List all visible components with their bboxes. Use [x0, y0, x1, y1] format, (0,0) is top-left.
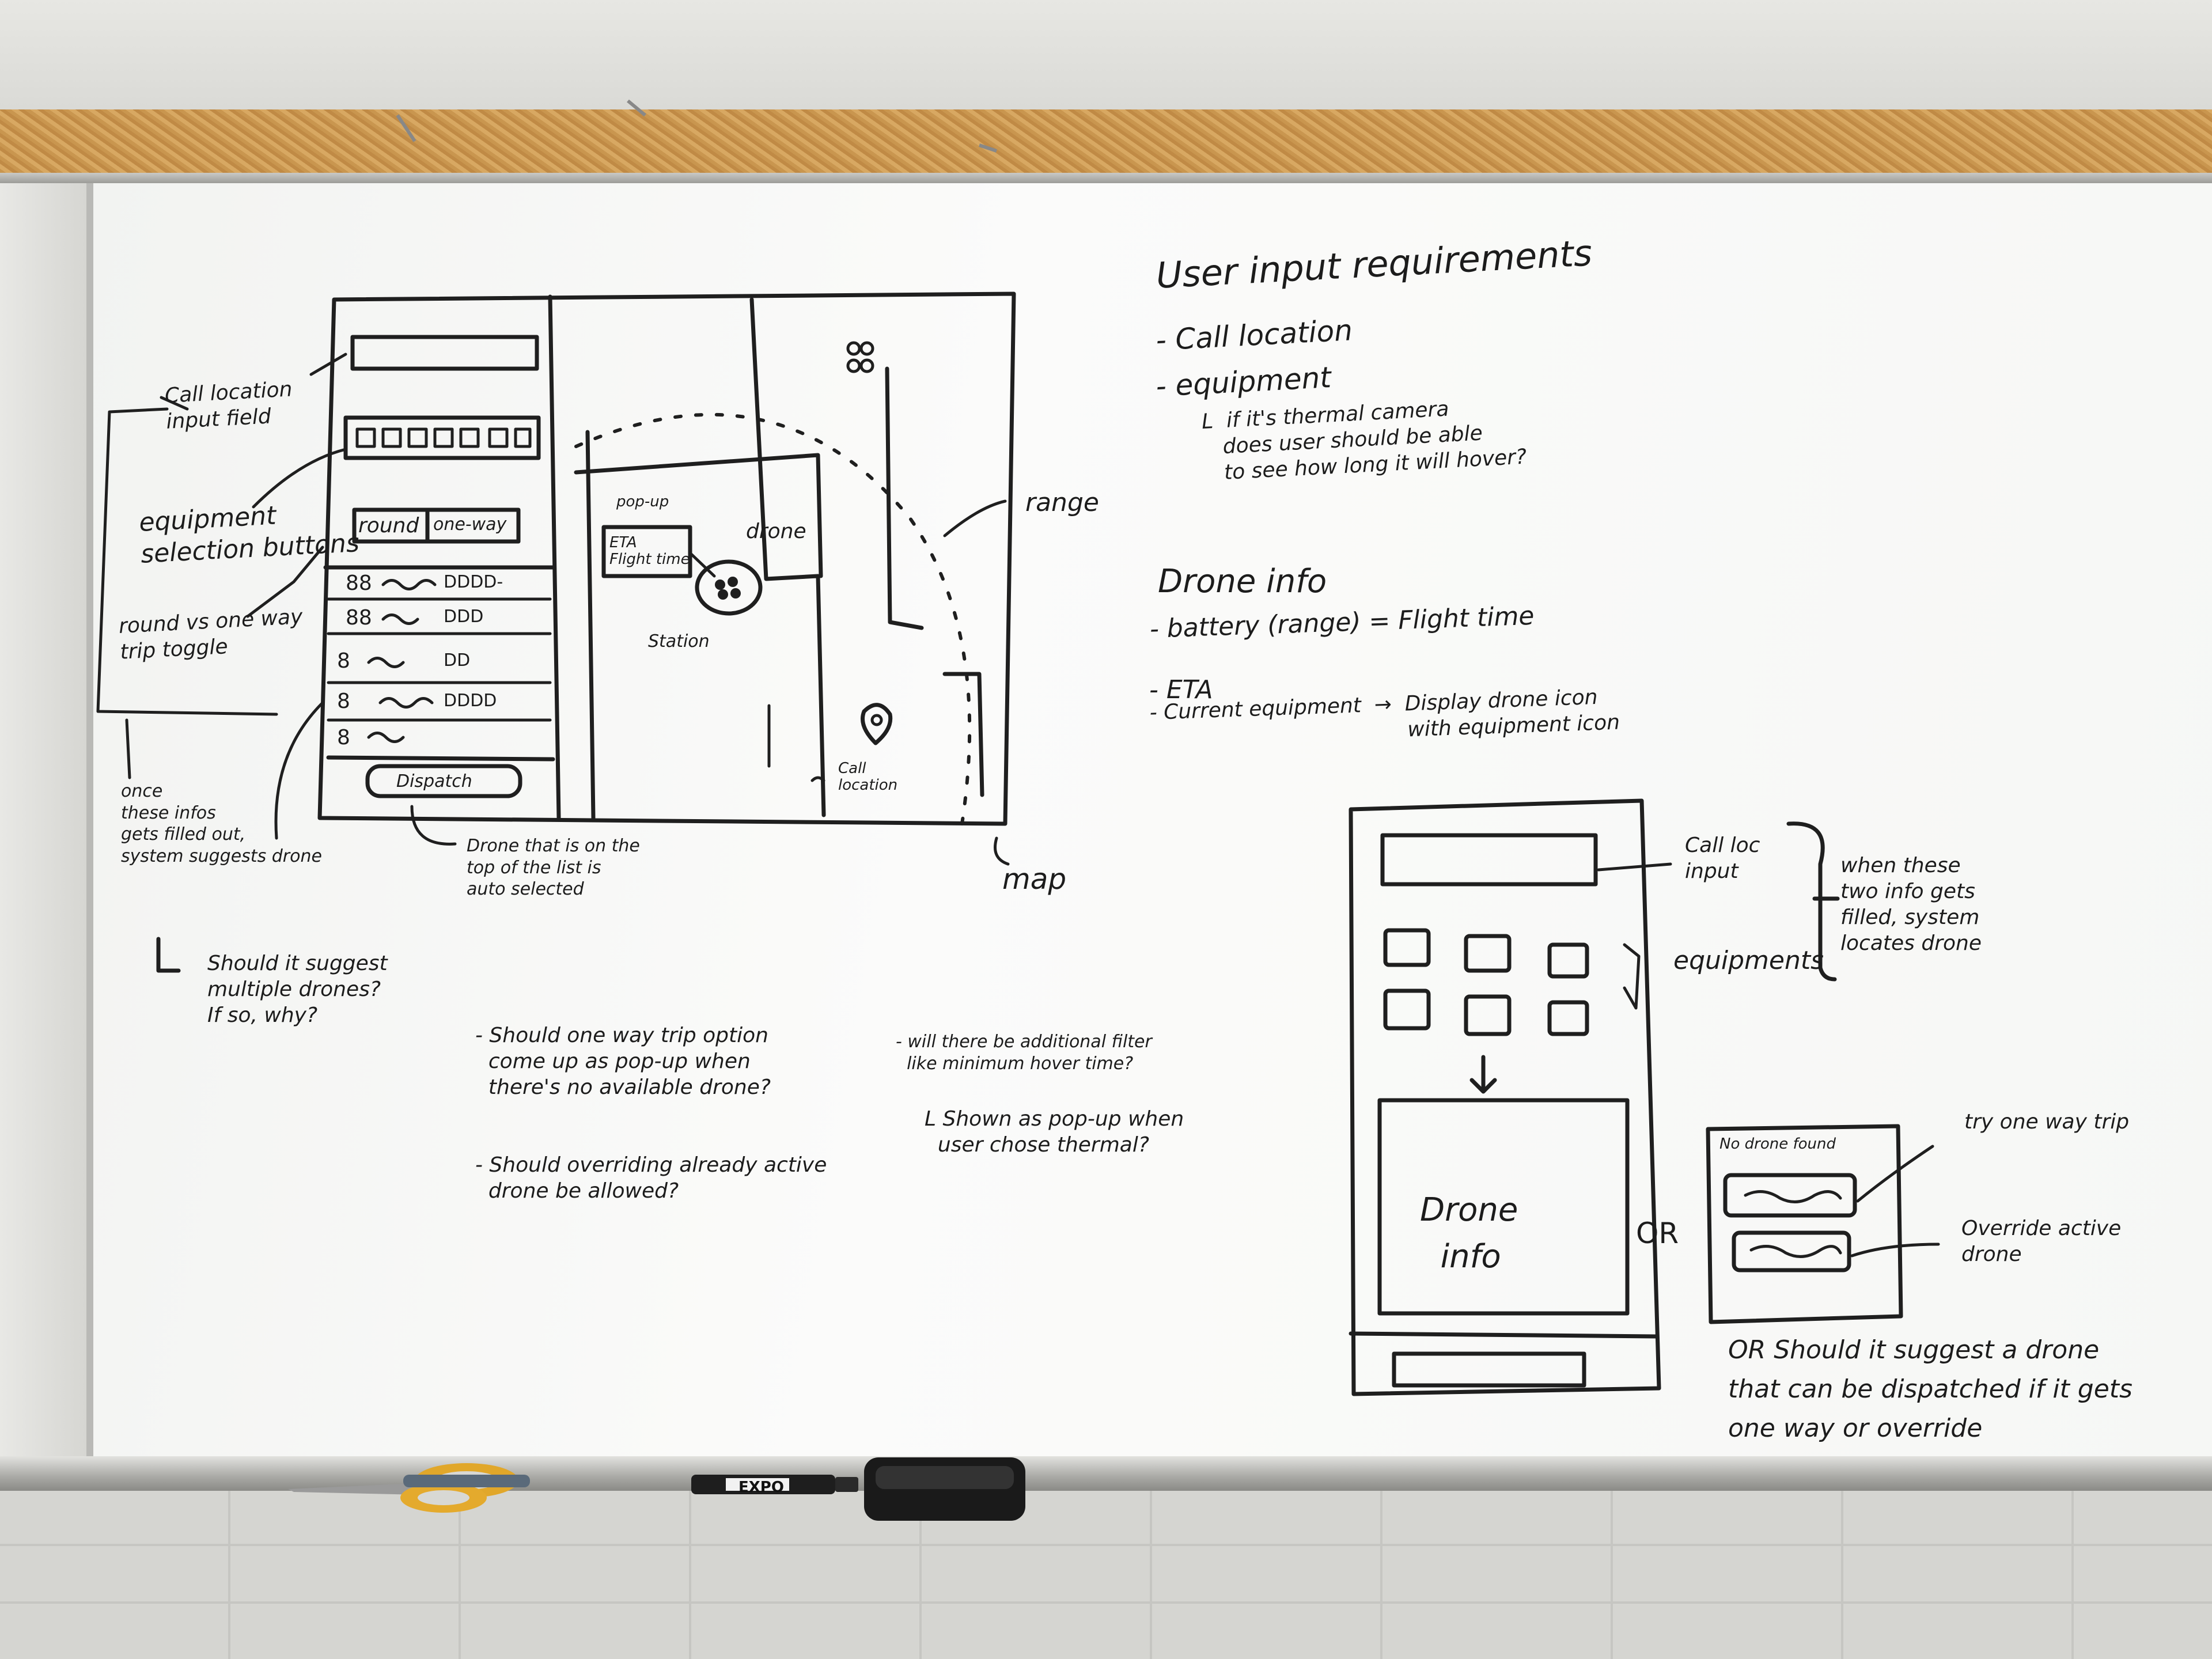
list-row-chips: DDDD	[444, 691, 497, 711]
tray-objects	[288, 1457, 1025, 1521]
one-way-question: - Should one way trip option come up as …	[475, 1024, 771, 1099]
left-wireframe	[96, 291, 1016, 973]
override-annotation: Override active drone	[1961, 1217, 2122, 1266]
list-row-chips: DDDD-	[444, 572, 503, 592]
right-wireframe	[1349, 798, 1940, 1396]
range-annotation: range	[1025, 488, 1099, 517]
popup-annotation: pop-up	[616, 493, 669, 510]
suggest-dispatch-note: OR Should it suggest a drone that can be…	[1728, 1335, 2133, 1444]
list-squiggles	[367, 579, 825, 782]
list-row-chips: DD	[444, 650, 471, 671]
wall	[0, 0, 2212, 109]
override-question: - Should overriding already active drone…	[475, 1153, 827, 1203]
once-annotation: once these infos gets filled out, system…	[121, 781, 322, 866]
station-annotation: Station	[648, 631, 710, 652]
dispatch-button-label: Dispatch	[396, 771, 472, 791]
locates-drone-annotation: when these two info gets filled, system …	[1840, 854, 1982, 955]
list-row-chips: DDD	[444, 607, 484, 627]
list-row-icon: 8	[337, 726, 350, 749]
filter-question: - will there be additional filter like m…	[896, 1032, 1152, 1074]
call-location-map-annotation: Call location	[838, 760, 898, 794]
popup-content: ETA Flight time	[609, 534, 690, 568]
map-annotation: map	[1002, 862, 1067, 896]
marker-brand: EXPO	[738, 1479, 784, 1496]
cork-strip	[0, 109, 2212, 173]
toggle-round: round	[358, 514, 419, 537]
marker-tray	[0, 1456, 2212, 1491]
drone-info-title: Drone info	[1158, 563, 1327, 600]
list-row-icon: 88	[346, 571, 372, 595]
drone-annotation: drone	[746, 520, 806, 543]
list-row-icon: 8	[337, 690, 350, 713]
call-location-annotation: Call location input field	[164, 377, 293, 434]
drone-info-item: - ETA	[1149, 675, 1213, 704]
pushpins	[396, 99, 997, 153]
board-frame-top	[0, 173, 2212, 183]
board-frame-left	[0, 183, 86, 1485]
equipments-annotation: equipments	[1673, 946, 1824, 975]
list-row-icon: 8	[337, 649, 350, 673]
list-row-icon: 88	[346, 606, 372, 630]
or-label: OR	[1636, 1217, 1679, 1250]
toggle-annotation: round vs one way trip toggle	[118, 605, 304, 664]
drone-info-panel-label: Drone info	[1420, 1191, 1518, 1276]
equipment-annotation: equipment selection buttons	[138, 501, 360, 569]
multi-drone-question: Should it suggest multiple drones? If so…	[207, 952, 388, 1027]
no-drone-found-title: No drone found	[1719, 1135, 1836, 1153]
brick-wall	[0, 1491, 2212, 1659]
try-one-way-annotation: try one way trip	[1964, 1110, 2130, 1134]
auto-select-annotation: Drone that is on the top of the list is …	[467, 836, 640, 899]
thermal-popup-question: L Shown as pop-up when user chose therma…	[925, 1107, 1184, 1157]
call-loc-input-annotation: Call loc input	[1685, 834, 1760, 883]
toggle-one-way: one-way	[433, 514, 507, 535]
